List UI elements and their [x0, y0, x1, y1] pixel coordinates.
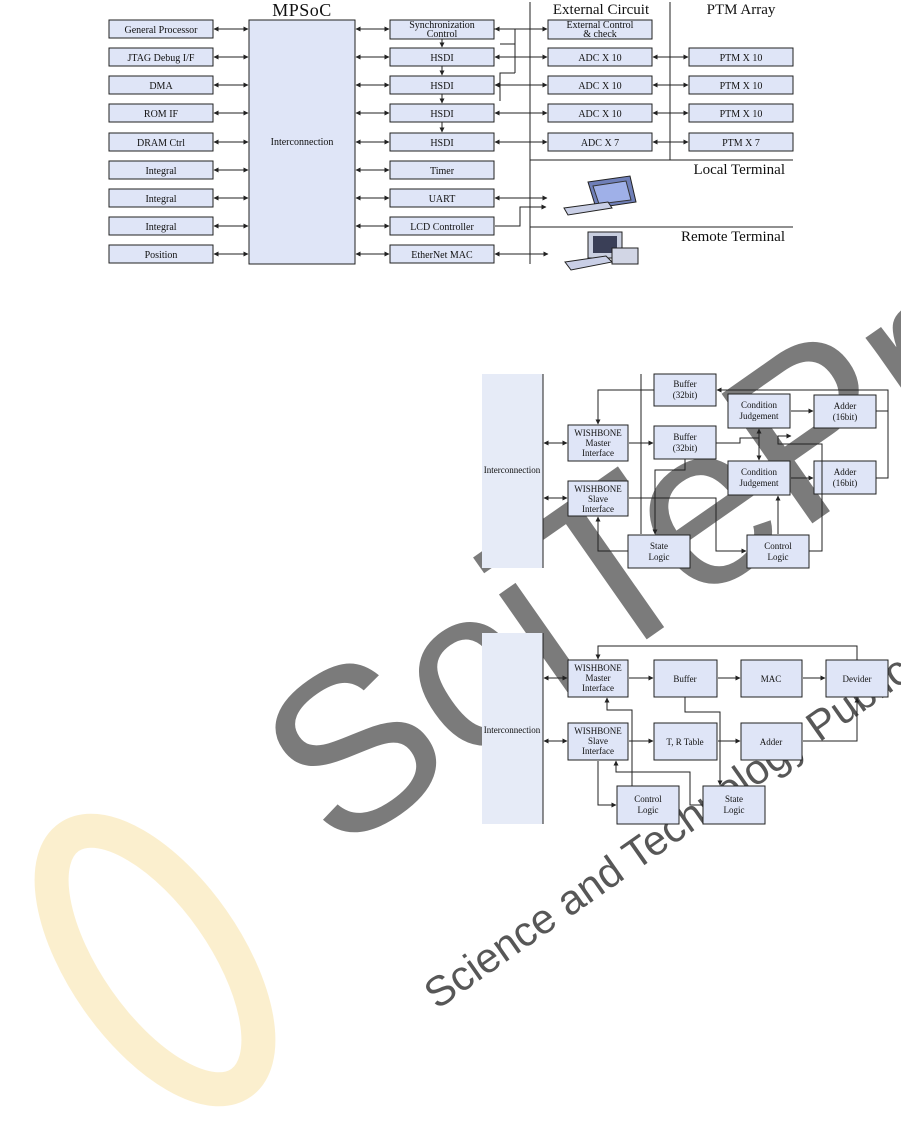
fig2-adder-top-l1: Adder	[834, 401, 857, 411]
local-terminal-monitor-icon	[563, 175, 637, 216]
fig2-buffer-top-l2: (32bit)	[673, 390, 698, 400]
ptm-3: PTM X 10	[720, 109, 763, 120]
fig2-wb-master-l1: WISHBONE	[574, 428, 622, 438]
block-dram-ctrl: DRAM Ctrl	[137, 138, 185, 149]
fig2-wb-slave-l1: WISHBONE	[574, 484, 622, 494]
uart-block: UART	[429, 194, 456, 205]
block-rom-if: ROM IF	[144, 109, 179, 120]
fig2-cond-top-l1: Condition	[741, 400, 778, 410]
figure-integral-module: Interconnection WISHBONE Master Interfac…	[482, 373, 889, 569]
hsdi-2: HSDI	[430, 81, 453, 92]
fig2-buffer-mid-l1: Buffer	[673, 432, 696, 442]
block-general-processor: General Processor	[124, 25, 198, 36]
sync-control-line1: Synchronization	[409, 20, 475, 31]
timer-block: Timer	[430, 166, 455, 177]
fig2-adder-bottom-l2: (16bit)	[833, 478, 858, 488]
fig2-buffer-mid-l2: (32bit)	[673, 443, 698, 453]
fig2-control-logic-l2: Logic	[768, 552, 789, 562]
fig3-wb-slave-l2: Slave	[588, 736, 608, 746]
fig3-control-logic-l1: Control	[634, 794, 662, 804]
fig3-wb-master-l3: Interface	[582, 683, 614, 693]
fig3-wb-slave-l1: WISHBONE	[574, 726, 622, 736]
fig2-state-logic-l1: State	[650, 541, 668, 551]
lcd-controller-block: LCD Controller	[410, 222, 474, 233]
fig2-adder-bottom-l1: Adder	[834, 467, 857, 477]
fig3-interconnection-label: Interconnection	[484, 725, 541, 735]
block-integral-3: Integral	[145, 222, 176, 233]
fig3-wb-slave-l3: Interface	[582, 746, 614, 756]
block-position: Position	[145, 250, 178, 261]
ext-control-line2: & check	[583, 29, 617, 40]
hsdi-1: HSDI	[430, 53, 453, 64]
mpsoc-interconnection-label: Interconnection	[271, 137, 334, 148]
fig3-wb-master-l2: Master	[586, 673, 611, 683]
fig2-wb-master-l3: Interface	[582, 448, 614, 458]
fig2-wb-slave-l2: Slave	[588, 494, 608, 504]
figure-mpsoc: MPSoC External Circuit PTM Array Local T…	[108, 0, 794, 271]
ext-control-line1: External Control	[567, 20, 634, 31]
figure-position-module: Interconnection WISHBONE Master Interfac…	[482, 633, 889, 825]
fig3-buffer: Buffer	[673, 674, 696, 684]
fig3-control-logic-l2: Logic	[638, 805, 659, 815]
ethernet-mac-block: EtherNet MAC	[411, 250, 473, 261]
block-dma: DMA	[149, 81, 173, 92]
ptm-1: PTM X 10	[720, 53, 763, 64]
remote-terminal-header: Remote Terminal	[681, 229, 785, 245]
fig3-tr-table: T, R Table	[666, 737, 703, 747]
fig3-state-logic-l2: Logic	[724, 805, 745, 815]
hsdi-3: HSDI	[430, 109, 453, 120]
adc-3: ADC X 10	[578, 109, 621, 120]
external-circuit-header: External Circuit	[553, 2, 650, 18]
remote-terminal-computer-icon	[564, 231, 639, 271]
ptm-2: PTM X 10	[720, 81, 763, 92]
hsdi-4: HSDI	[430, 138, 453, 149]
fig2-wb-slave-l3: Interface	[582, 504, 614, 514]
fig2-control-logic-l1: Control	[764, 541, 792, 551]
fig3-devider: Devider	[843, 674, 872, 684]
ptm-array-header: PTM Array	[707, 2, 776, 18]
adc-2: ADC X 10	[578, 81, 621, 92]
watermark-logo-icon	[34, 813, 276, 1107]
ptm-4: PTM X 7	[722, 138, 760, 149]
left-block-list: General Processor JTAG Debug I/F DMA ROM…	[108, 19, 214, 264]
block-integral-1: Integral	[145, 166, 176, 177]
fig3-mac: MAC	[761, 674, 782, 684]
right-bus-arrows	[355, 26, 390, 257]
fig2-cond-top-l2: Judgement	[740, 411, 779, 421]
fig3-wb-master-l1: WISHBONE	[574, 663, 622, 673]
fig2-buffer-top-l1: Buffer	[673, 379, 696, 389]
fig2-cond-bottom-l2: Judgement	[740, 478, 779, 488]
sync-control-line2: Control	[427, 29, 458, 40]
fig2-state-logic-l2: Logic	[649, 552, 670, 562]
fig3-state-logic-l1: State	[725, 794, 743, 804]
adc-1: ADC X 10	[578, 53, 621, 64]
fig2-wb-master-l2: Master	[586, 438, 611, 448]
block-jtag-debug: JTAG Debug I/F	[128, 53, 195, 64]
local-terminal-header: Local Terminal	[693, 162, 785, 178]
mpsoc-title: MPSoC	[272, 0, 332, 20]
fig2-interconnection-label: Interconnection	[484, 465, 541, 475]
fig2-cond-bottom-l1: Condition	[741, 467, 778, 477]
fig3-adder: Adder	[760, 737, 783, 747]
block-integral-2: Integral	[145, 194, 176, 205]
left-bus-arrows	[213, 26, 249, 257]
adc-4: ADC X 7	[581, 138, 619, 149]
fig2-adder-top-l2: (16bit)	[833, 412, 858, 422]
